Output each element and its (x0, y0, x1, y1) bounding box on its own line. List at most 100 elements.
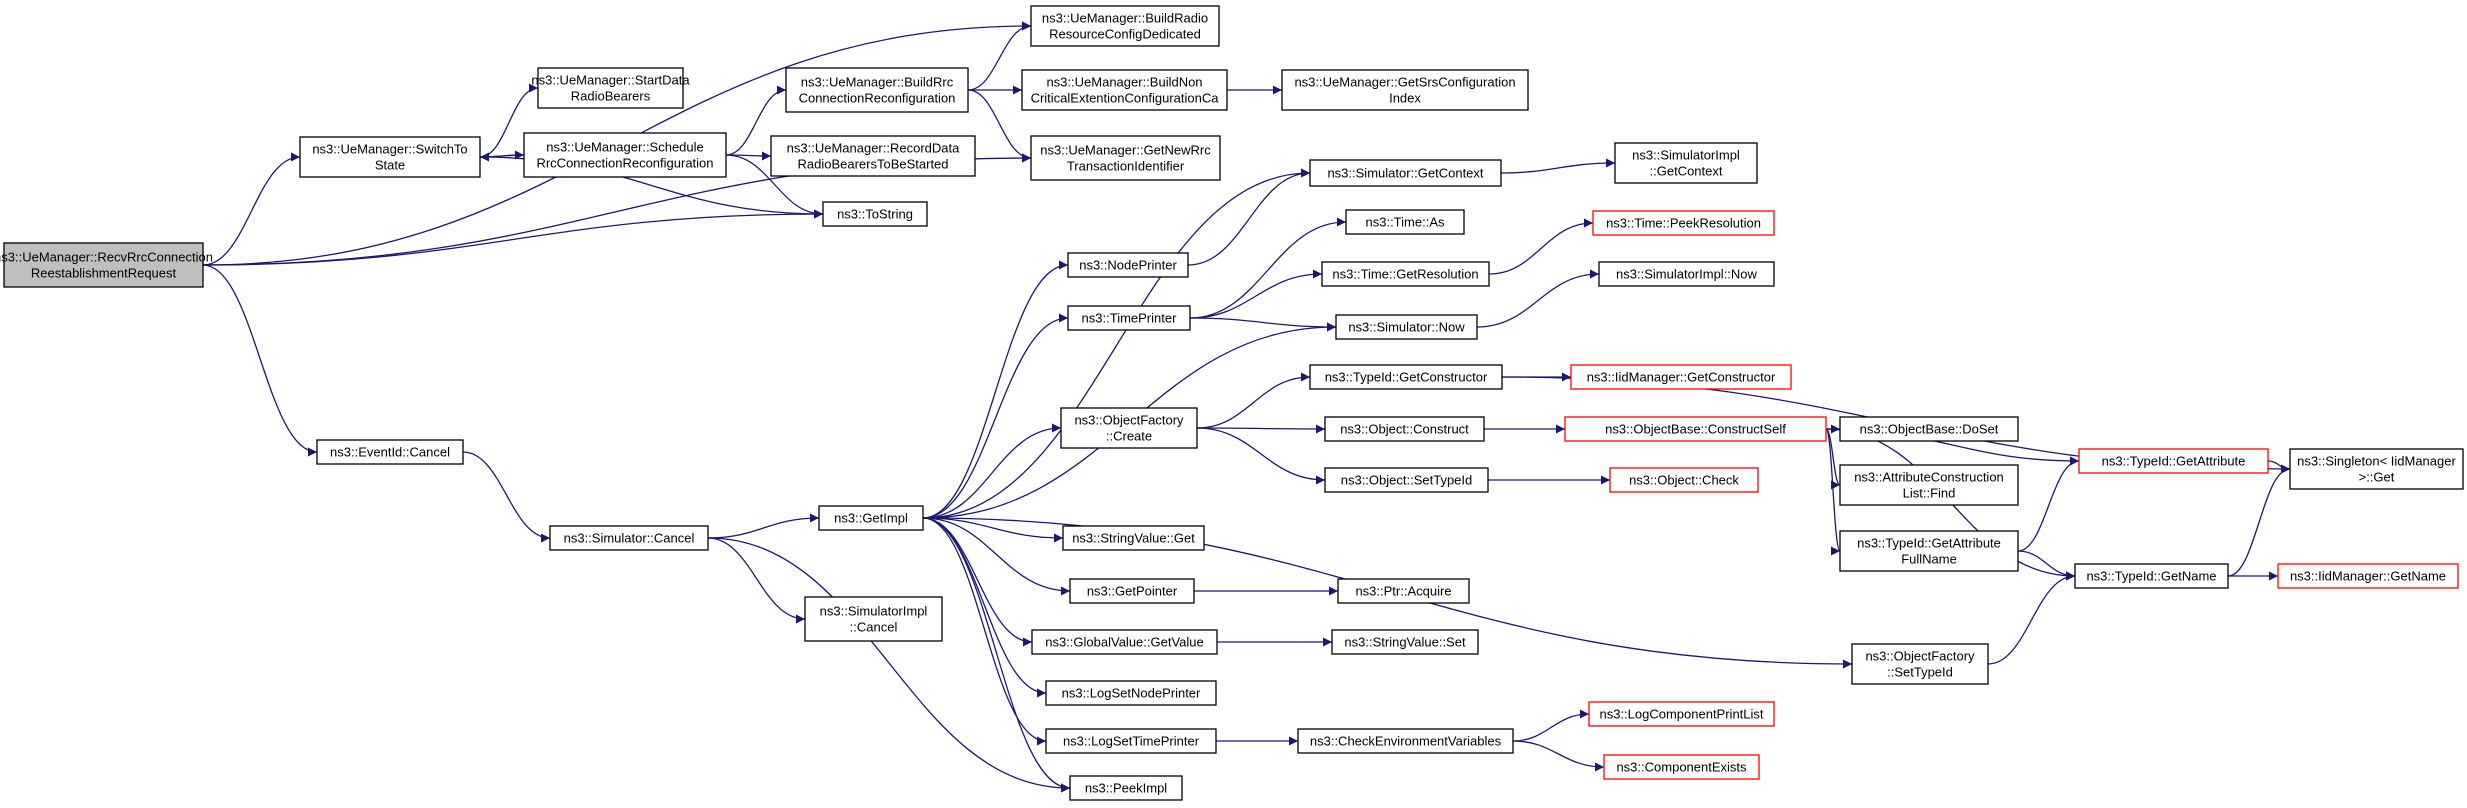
node-box[interactable] (549, 525, 709, 551)
node-box[interactable] (1030, 135, 1221, 181)
node-getnewrrc[interactable]: ns3::UeManager::GetNewRrcTransactionIden… (1030, 135, 1221, 181)
node-simimplnow[interactable]: ns3::SimulatorImpl::Now (1598, 261, 1775, 287)
node-recv[interactable]: ns3::UeManager::RecvRrcConnectionReestab… (0, 242, 213, 288)
node-getres[interactable]: ns3::Time::GetResolution (1321, 261, 1490, 287)
node-box[interactable] (1069, 578, 1195, 604)
node-eventcancel[interactable]: ns3::EventId::Cancel (316, 439, 464, 465)
node-simgetcontext[interactable]: ns3::Simulator::GetContext (1309, 159, 1502, 187)
node-getattr[interactable]: ns3::TypeId::GetAttribute (2078, 448, 2269, 474)
node-box[interactable] (770, 135, 976, 177)
node-getpointer[interactable]: ns3::GetPointer (1069, 578, 1195, 604)
node-objsettypeid[interactable]: ns3::Object::SetTypeId (1324, 467, 1489, 493)
node-box[interactable] (1297, 728, 1514, 754)
node-box[interactable] (1609, 467, 1759, 493)
node-box[interactable] (316, 439, 464, 465)
node-box[interactable] (1335, 314, 1478, 340)
node-simcancel[interactable]: ns3::Simulator::Cancel (549, 525, 709, 551)
node-box[interactable] (1321, 261, 1490, 287)
node-box[interactable] (1281, 69, 1529, 111)
node-objconstruct[interactable]: ns3::Object::Construct (1324, 416, 1485, 442)
node-box[interactable] (1309, 364, 1503, 390)
node-buildrrc[interactable]: ns3::UeManager::BuildRrcConnectionReconf… (785, 67, 969, 113)
node-box[interactable] (1851, 643, 1989, 685)
node-checkenv[interactable]: ns3::CheckEnvironmentVariables (1297, 728, 1514, 754)
node-box[interactable] (1324, 416, 1485, 442)
node-box[interactable] (1062, 525, 1205, 551)
node-box[interactable] (1331, 629, 1479, 655)
node-box[interactable] (822, 201, 928, 227)
node-buildradio[interactable]: ns3::UeManager::BuildRadioResourceConfig… (1030, 5, 1220, 47)
node-ptracquire[interactable]: ns3::Ptr::Acquire (1337, 578, 1470, 604)
node-iidgetctor[interactable]: ns3::IidManager::GetConstructor (1570, 364, 1792, 390)
node-box[interactable] (1603, 754, 1760, 780)
node-simimplcancel[interactable]: ns3::SimulatorImpl::Cancel (804, 596, 943, 642)
node-box[interactable] (1598, 261, 1775, 287)
node-singleton[interactable]: ns3::Singleton< IidManager>::Get (2289, 448, 2464, 490)
node-typeidgetname[interactable]: ns3::TypeId::GetName (2074, 563, 2229, 589)
node-box[interactable] (1614, 142, 1758, 184)
node-box[interactable] (1337, 578, 1470, 604)
node-box[interactable] (1324, 467, 1489, 493)
node-tostring[interactable]: ns3::ToString (822, 201, 928, 227)
node-box[interactable] (1839, 416, 2019, 442)
node-box[interactable] (299, 136, 481, 178)
node-objcheck[interactable]: ns3::Object::Check (1609, 467, 1759, 493)
node-logsettime[interactable]: ns3::LogSetTimePrinter (1045, 728, 1217, 754)
node-box[interactable] (1030, 5, 1220, 47)
node-getimpl[interactable]: ns3::GetImpl (818, 505, 924, 531)
node-doset[interactable]: ns3::ObjectBase::DoSet (1839, 416, 2019, 442)
node-buildnon[interactable]: ns3::UeManager::BuildNonCriticalExtentio… (1021, 69, 1228, 111)
node-typeidgetctor[interactable]: ns3::TypeId::GetConstructor (1309, 364, 1503, 390)
node-box[interactable] (1570, 364, 1792, 390)
node-box[interactable] (1045, 728, 1217, 754)
node-box[interactable] (804, 596, 943, 642)
node-box[interactable] (1069, 775, 1183, 801)
node-box[interactable] (1021, 69, 1228, 111)
node-compexists[interactable]: ns3::ComponentExists (1603, 754, 1760, 780)
node-box[interactable] (1345, 209, 1465, 235)
node-box[interactable] (1031, 629, 1218, 655)
node-iidgetname[interactable]: ns3::IidManager::GetName (2277, 563, 2459, 589)
node-box[interactable] (537, 67, 684, 109)
node-schedule[interactable]: ns3::UeManager::ScheduleRrcConnectionRec… (523, 132, 727, 178)
node-box[interactable] (1067, 252, 1189, 278)
node-box[interactable] (1060, 407, 1198, 449)
node-peekimpl[interactable]: ns3::PeekImpl (1069, 775, 1183, 801)
node-box[interactable] (2078, 448, 2269, 474)
node-globalget[interactable]: ns3::GlobalValue::GetValue (1031, 629, 1218, 655)
node-constructself[interactable]: ns3::ObjectBase::ConstructSelf (1564, 416, 1827, 442)
node-recorddata[interactable]: ns3::UeManager::RecordDataRadioBearersTo… (770, 135, 976, 177)
node-nodeprinter[interactable]: ns3::NodePrinter (1067, 252, 1189, 278)
node-box[interactable] (1564, 416, 1827, 442)
node-strvalget[interactable]: ns3::StringValue::Get (1062, 525, 1205, 551)
node-box[interactable] (818, 505, 924, 531)
node-box[interactable] (1592, 210, 1775, 236)
node-box[interactable] (523, 132, 727, 178)
node-peekres[interactable]: ns3::Time::PeekResolution (1592, 210, 1775, 236)
node-ofsettypeid[interactable]: ns3::ObjectFactory::SetTypeId (1851, 643, 1989, 685)
node-timeas[interactable]: ns3::Time::As (1345, 209, 1465, 235)
node-box[interactable] (1309, 159, 1502, 187)
node-logcomplist[interactable]: ns3::LogComponentPrintList (1588, 701, 1775, 727)
node-box[interactable] (2289, 448, 2464, 490)
node-ofcreate[interactable]: ns3::ObjectFactory::Create (1060, 407, 1198, 449)
node-box[interactable] (785, 67, 969, 113)
node-box[interactable] (1067, 305, 1191, 331)
node-simimplgetcontext[interactable]: ns3::SimulatorImpl::GetContext (1614, 142, 1758, 184)
node-logsetnode[interactable]: ns3::LogSetNodePrinter (1045, 680, 1217, 706)
node-box[interactable] (2074, 563, 2229, 589)
node-box[interactable] (1045, 680, 1217, 706)
node-box[interactable] (1588, 701, 1775, 727)
node-timeprinter[interactable]: ns3::TimePrinter (1067, 305, 1191, 331)
node-box[interactable] (3, 242, 204, 288)
node-box[interactable] (1839, 464, 2019, 506)
node-box[interactable] (1839, 530, 2019, 572)
node-simnow[interactable]: ns3::Simulator::Now (1335, 314, 1478, 340)
node-strvalset[interactable]: ns3::StringValue::Set (1331, 629, 1479, 655)
node-box[interactable] (2277, 563, 2459, 589)
